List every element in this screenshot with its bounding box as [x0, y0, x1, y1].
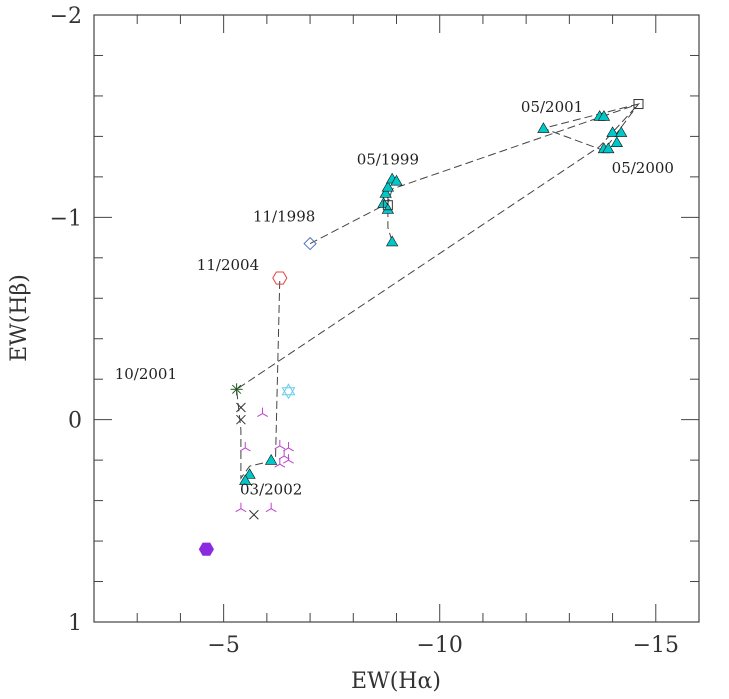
tri-y-marker — [235, 502, 247, 513]
y-tick-label: 0 — [68, 409, 82, 434]
triangle-filled-marker — [385, 235, 399, 247]
triangle-point — [606, 126, 619, 137]
tri-y-stroke — [235, 508, 242, 513]
annotation-label: 03/2002 — [240, 481, 302, 499]
triangle-filled-marker — [390, 174, 403, 186]
triangle-point — [243, 468, 256, 479]
tri-y-stroke — [288, 447, 294, 452]
diamond-point — [303, 236, 317, 251]
triangle-point — [239, 474, 252, 485]
tri-y-stroke — [288, 459, 294, 464]
ticks-layer — [94, 15, 700, 622]
cross-marker — [236, 414, 246, 425]
tri-y-stroke — [274, 463, 281, 468]
tri-y-stroke — [244, 447, 251, 452]
diamond-open-marker — [303, 236, 317, 251]
tri-y-stroke — [239, 447, 246, 452]
x-tick-label: −15 — [633, 633, 679, 658]
triangle-point — [381, 203, 395, 214]
triangle-point — [385, 235, 399, 247]
cross-stroke — [249, 509, 259, 520]
tri-y-marker — [283, 454, 294, 464]
triangle-filled-marker — [602, 142, 615, 154]
cross-stroke — [236, 402, 246, 413]
annotation-label: 05/2000 — [612, 159, 674, 177]
hexagon-filled-point — [198, 542, 214, 556]
triangle-filled-marker — [264, 453, 278, 465]
triangle-filled-marker — [239, 474, 252, 485]
triangle-point — [537, 122, 550, 133]
tri-y-marker — [274, 458, 286, 468]
tri-y-stroke — [240, 508, 247, 513]
tri-y-marker — [274, 439, 286, 450]
star-point — [281, 383, 296, 396]
series-path — [236, 102, 641, 480]
tri-y-stroke — [257, 413, 263, 418]
triangle-filled-marker — [615, 126, 628, 137]
square-point — [382, 200, 393, 211]
triangle-filled-marker — [597, 110, 611, 121]
triangle-point — [264, 453, 278, 465]
hexagon-filled-marker — [198, 542, 214, 556]
triangle-filled-marker — [537, 122, 550, 133]
triangle-point — [602, 142, 615, 154]
x-tick-label: −10 — [416, 633, 462, 658]
triangle-filled-marker — [379, 186, 392, 198]
x-tick-label: −5 — [207, 633, 239, 658]
tri-y-stroke — [265, 508, 272, 513]
square-open-marker — [633, 99, 644, 110]
hexagon-point — [272, 271, 288, 285]
tri-y-marker — [278, 450, 290, 460]
y-tick-label: −1 — [50, 206, 82, 231]
tri-y-marker — [239, 441, 251, 452]
triangle-filled-marker — [243, 468, 256, 479]
annotation-label: 10/2001 — [115, 365, 177, 383]
triangle-point — [597, 110, 611, 121]
star-open-marker — [281, 383, 296, 400]
annotation-label: 05/2001 — [521, 98, 583, 116]
asterisk-marker — [230, 383, 243, 396]
annotations: 05/2001 05/1999 05/2000 11/1998 11/2004 10/20… — [115, 98, 674, 498]
cross-marker — [249, 509, 259, 520]
tri-y-stroke — [279, 463, 286, 468]
annotation-label: 05/1999 — [357, 151, 419, 169]
x-axis-label: EW(Hα) — [351, 669, 441, 694]
annotation-label: 11/1998 — [253, 207, 315, 225]
tri-y-stroke — [270, 508, 277, 513]
hexagon-open-marker — [272, 271, 288, 285]
asterisk-stroke — [232, 384, 242, 394]
triangle-filled-marker — [381, 180, 395, 192]
tri-y-marker — [265, 502, 277, 513]
square-open-marker — [382, 200, 393, 211]
triangle-filled-marker — [606, 126, 619, 137]
triangle-point — [379, 186, 392, 198]
y-tick-label: −2 — [50, 4, 82, 29]
tri-y-stroke — [283, 459, 289, 464]
annotation-label: 11/2004 — [197, 256, 259, 274]
triangle-point — [381, 180, 395, 192]
tri-y-marker — [257, 407, 268, 418]
triangle-filled-marker — [381, 203, 395, 214]
y-axis-label: EW(Hβ) — [7, 274, 32, 362]
triangle-filled-marker — [610, 136, 624, 147]
plot-frame — [93, 14, 700, 623]
star-point-inner — [281, 387, 296, 400]
series-path — [387, 197, 393, 242]
square-point — [633, 99, 644, 110]
data-points — [198, 99, 644, 556]
triangle-point — [390, 174, 403, 186]
tri-y-stroke — [274, 445, 281, 450]
tri-y-stroke — [262, 413, 268, 418]
tick-labels: −5−10−15−2−101 — [50, 4, 679, 658]
y-tick-label: 1 — [68, 611, 82, 636]
tri-y-stroke — [279, 445, 286, 450]
triangle-point — [615, 126, 628, 137]
connecting-paths — [236, 102, 641, 480]
tri-y-marker — [283, 441, 294, 452]
cross-marker — [236, 402, 246, 413]
triangle-point — [610, 136, 624, 147]
cross-stroke — [236, 414, 246, 425]
